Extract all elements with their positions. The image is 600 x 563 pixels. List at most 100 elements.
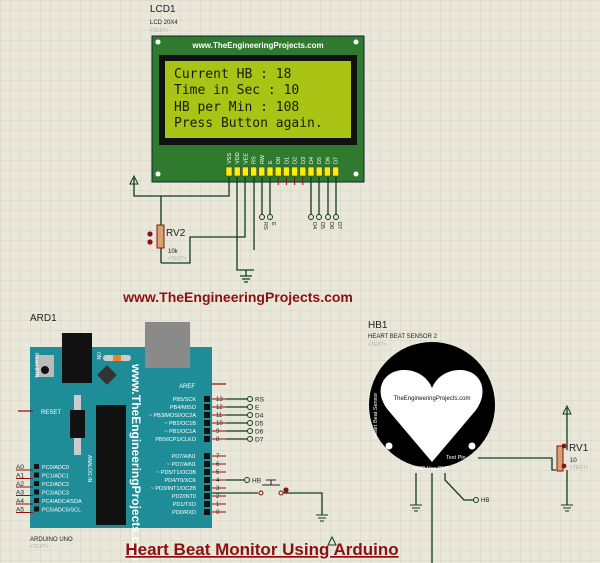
digital-pin-label: ~ PD7/AIN1 xyxy=(167,462,196,468)
lcd-component[interactable]: LCD1 LCD 20X4 <TEXT> www.TheEngineeringP… xyxy=(150,4,365,185)
lcd-ref: LCD1 xyxy=(150,4,176,15)
analog-pin-label: PC4/ADC4/SDA xyxy=(42,499,82,505)
rv1-ref: RV1 xyxy=(569,443,589,454)
sensor-wiring: HB RV1 10 <TEXT> xyxy=(327,404,589,563)
net-label-D4: D4 xyxy=(255,413,264,420)
lcd-pin xyxy=(291,166,298,177)
arduino-component[interactable]: ARD1 Reset BTN ON www.TheEngineeringProj… xyxy=(16,313,265,561)
digital-pin-label: ~ PB1/OC1A xyxy=(164,429,196,435)
lcd-pin-label: D2 xyxy=(293,157,299,164)
reset-btn-label: Reset BTN xyxy=(33,353,39,378)
lcd-pin-label: VSS xyxy=(227,153,233,164)
digital-pin-number: 4 xyxy=(216,478,220,484)
lcd-net-label: D4 xyxy=(311,222,317,229)
lcd-pin-label: E xyxy=(268,160,274,164)
lcd-screen xyxy=(165,61,351,138)
lcd-pin-label: D4 xyxy=(309,157,315,164)
pushbutton[interactable] xyxy=(212,479,328,522)
digital-pin-number: 0 xyxy=(216,510,220,516)
lcd-pin-label: D3 xyxy=(301,157,307,164)
lcd-pin-label: VEE xyxy=(243,153,249,164)
rv1-text-placeholder: <TEXT> xyxy=(570,465,589,471)
analog-pin-A2: A2 xyxy=(16,481,24,488)
lcd-line-3: HB per Min : 108 xyxy=(174,100,299,115)
lcd-pin xyxy=(274,166,282,177)
lcd-pin xyxy=(225,166,233,177)
digital-pin-number: 1 xyxy=(216,502,220,508)
lcd-pin-label: D1 xyxy=(284,157,290,164)
lcd-pin-label: D5 xyxy=(317,157,323,164)
analog-pin-A1: A1 xyxy=(16,473,24,480)
lcd-pin xyxy=(242,166,249,177)
digital-pin-number: 9 xyxy=(216,429,220,435)
lcd-text-placeholder: <TEXT> xyxy=(150,28,169,34)
net-label-E: E xyxy=(255,405,260,412)
lcd-net-label: D7 xyxy=(336,222,342,229)
rv2-ref: RV2 xyxy=(166,228,186,239)
arduino-text-placeholder: <TEXT> xyxy=(30,544,49,550)
net-label-RS: RS xyxy=(255,397,265,404)
website-banner[interactable]: www.TheEngineeringProjects.com xyxy=(122,289,353,305)
rv1-potentiometer[interactable] xyxy=(556,445,564,472)
analog-pin-A3: A3 xyxy=(16,490,24,497)
digital-pin-number: 6 xyxy=(216,462,220,468)
analog-pin-A4: A4 xyxy=(16,498,24,505)
lcd-pin-label: RW xyxy=(260,154,266,164)
digital-pin-label: ~ PB2/OC1B xyxy=(164,421,196,427)
net-label-D6: D6 xyxy=(255,429,264,436)
lcd-net-label: RS xyxy=(262,222,268,230)
heart-beat-sensor[interactable]: HB1 HEART BEAT SENSOR 2 <TEXT> TheEngine… xyxy=(368,320,495,472)
lcd-pin xyxy=(307,166,315,177)
digital-pin-number: 7 xyxy=(216,454,220,460)
hb-net-label: HB xyxy=(481,498,489,504)
lcd-board-url: www.TheEngineeringProjects.com xyxy=(191,41,323,50)
sensor-ref: HB1 xyxy=(368,320,388,331)
reset-pin-label: RESET xyxy=(41,410,61,416)
lcd-pin-label: D0 xyxy=(276,157,282,164)
lcd-pin xyxy=(258,166,266,177)
lcd-net-label: D5 xyxy=(319,222,325,229)
lcd-pin-label: D6 xyxy=(325,157,331,164)
digital-pin-label: PD1/TXD xyxy=(173,502,196,508)
arduino-model: ARDUINO UNO xyxy=(30,537,73,543)
usb-port xyxy=(145,322,190,368)
aref-label: AREF xyxy=(179,384,195,390)
sensor-model: HEART BEAT SENSOR 2 xyxy=(368,334,438,340)
lcd-pin xyxy=(315,166,323,177)
digital-pin-label: PD7/AIN1 xyxy=(172,454,196,460)
sensor-text-placeholder: <TEXT> xyxy=(368,342,387,348)
digital-pin-number: 2 xyxy=(216,494,220,500)
digital-pin-label: ~ PD5/T1/OC0B xyxy=(156,470,196,476)
analog-pin-A0: A0 xyxy=(16,464,24,471)
digital-pin-label: PD2/INT0 xyxy=(172,494,196,500)
lcd-model: LCD 20X4 xyxy=(150,20,178,26)
lcd-pin xyxy=(332,166,339,177)
lcd-pin xyxy=(283,166,290,177)
net-label-D5: D5 xyxy=(255,421,264,428)
digital-pin-number: 12 xyxy=(216,405,223,411)
digital-pin-number: 10 xyxy=(216,421,223,427)
digital-pin-number: 11 xyxy=(216,413,223,419)
lcd-net-label: D6 xyxy=(328,222,334,229)
sensor-heart-text: TheEngineeringProjects.com xyxy=(393,396,470,402)
power-led xyxy=(113,355,121,361)
analog-pin-label: PC5/ADC5/SCL xyxy=(42,508,81,514)
lcd-pin xyxy=(250,166,257,177)
digital-pin-label: PB4/MISO xyxy=(170,405,197,411)
analog-pin-label: PC3/ADC3 xyxy=(42,491,69,497)
analog-pin-label: PC1/ADC1 xyxy=(42,474,69,480)
digital-pin-number: 13 xyxy=(216,397,223,403)
lcd-pin xyxy=(233,166,241,177)
arduino-ref: ARD1 xyxy=(30,313,57,324)
lcd-pin xyxy=(266,166,274,177)
digital-pin-label: ~ PD3/INT1/OC2B xyxy=(151,486,197,492)
lcd-line-2: Time in Sec : 10 xyxy=(174,83,299,98)
digital-pin-label: ~ PB3/MOSI/OC2A xyxy=(149,413,197,419)
rv2-potentiometer[interactable] xyxy=(156,224,165,249)
net-label-HB: HB xyxy=(252,478,261,485)
rv2-value: 10k xyxy=(168,249,179,255)
digital-pin-number: 5 xyxy=(216,470,220,476)
